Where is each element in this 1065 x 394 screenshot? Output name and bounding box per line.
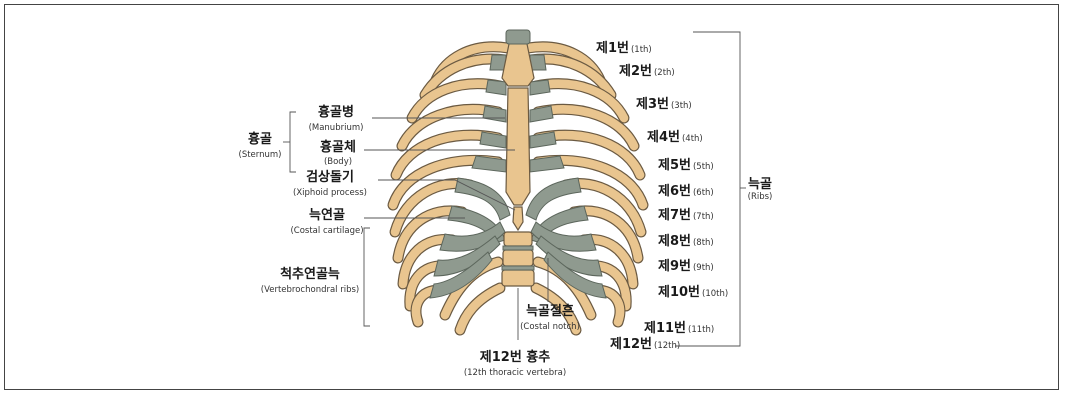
rib-4-label: 제4번(4th) xyxy=(647,131,703,144)
rib-5-label: 제5번(5th) xyxy=(658,159,714,172)
costal-cartilage-label-en: (Costal cartilage) xyxy=(290,227,363,236)
manubrium-label-en: (Manubrium) xyxy=(309,124,364,133)
rib-8-label: 제8번(8th) xyxy=(658,235,714,248)
rib-9-label: 제9번(9th) xyxy=(658,260,714,273)
rib-11-label: 제11번(11th) xyxy=(644,322,714,335)
t12-vertebra-label-en: (12th thoracic vertebra) xyxy=(464,369,566,378)
t12-vertebra-label: 제12번 흉추 xyxy=(480,351,550,364)
costal-notch-label: 늑골절흔 xyxy=(526,305,574,318)
vertebrochondral-label-en: (Vertebrochondral ribs) xyxy=(261,286,359,295)
costal-notch-label-en: (Costal notch) xyxy=(520,323,580,332)
rib-12-label: 제12번(12th) xyxy=(610,338,680,351)
sternum-label: 흉골 xyxy=(248,133,272,146)
rib-3-label: 제3번(3th) xyxy=(636,98,692,111)
rib-7-label: 제7번(7th) xyxy=(658,209,714,222)
sternum xyxy=(502,38,534,230)
ribs-label: 늑골 xyxy=(748,178,772,191)
sternum-body-label: 흉골체 xyxy=(320,141,356,154)
ribs-label-en: (Ribs) xyxy=(748,193,773,202)
sternum-body-label-en: (Body) xyxy=(324,158,352,167)
rib-1-label: 제1번(1th) xyxy=(596,42,652,55)
rib-6-label: 제6번(6th) xyxy=(658,185,714,198)
rib-2-label: 제2번(2th) xyxy=(619,65,675,78)
sternum-label-en: (Sternum) xyxy=(239,151,282,160)
vertebrochondral-label: 척추연골늑 xyxy=(280,268,340,281)
xiphoid-label-en: (Xiphoid process) xyxy=(293,189,367,198)
xiphoid-label: 검상돌기 xyxy=(306,171,354,184)
costal-cartilage-label: 늑연골 xyxy=(309,209,345,222)
rib-10-label: 제10번(10th) xyxy=(658,286,728,299)
manubrium-label: 흉골병 xyxy=(318,106,354,119)
